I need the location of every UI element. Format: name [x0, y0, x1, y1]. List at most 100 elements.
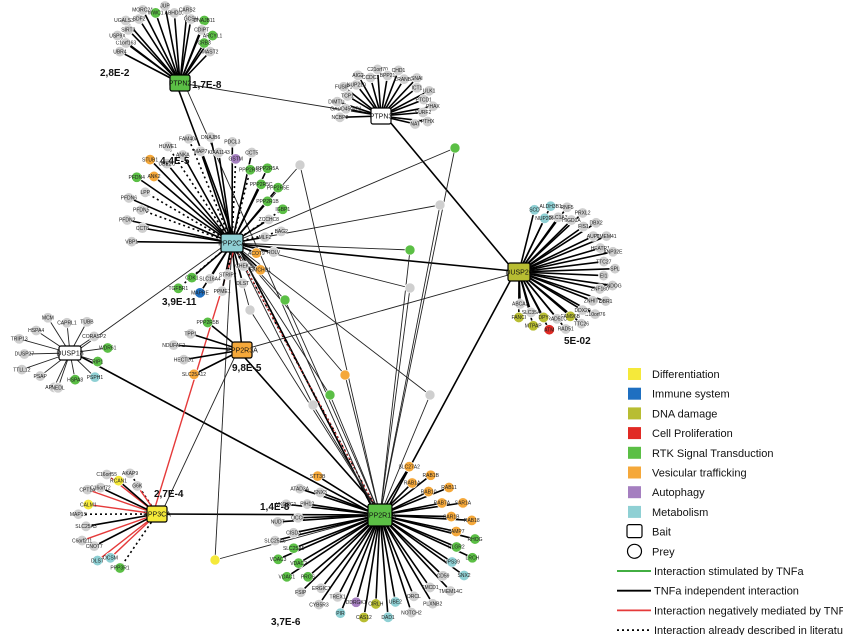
prey-label: HECTD1: [174, 357, 194, 363]
prey-label: CD59: [437, 573, 450, 579]
prey-label: SAR1A: [455, 501, 472, 507]
edge-ppp2r1a-fsip: [300, 514, 381, 593]
prey-node-dad1: [382, 611, 394, 623]
prey-label: RIP1: [92, 359, 103, 365]
prey-node-pfdn4: [131, 171, 143, 183]
edge-shared: [284, 299, 381, 516]
edge-ppp2r1a-tmcd1: [379, 514, 431, 588]
prey-node-dnajb6: [205, 131, 217, 143]
prey-label: DBR1: [599, 299, 613, 305]
prey-node-rad51c: [551, 313, 563, 325]
prey-label: EI1: [600, 273, 608, 279]
edge-ptpn3-dusp26: [384, 115, 516, 273]
prey-label: CNOT7: [86, 544, 103, 550]
prey-label: NCBP2: [332, 115, 349, 121]
prey-label: PPP2R5E: [267, 185, 290, 191]
prey-node-rab1a: [406, 477, 418, 489]
prey-label: RHOG: [467, 537, 482, 543]
prey-label: TMCD1: [421, 585, 438, 591]
pvalue-label: 3,7E-6: [271, 617, 301, 628]
bait-node-dusp26: [507, 262, 531, 282]
bait-node-ppp2r3a: [231, 341, 253, 359]
edge-ppp2r1a-cirlh: [375, 514, 381, 604]
edge-ppp3ca-c6orf211: [81, 513, 158, 542]
edge-ppp2r1a-cyb5r3: [318, 514, 381, 606]
prey-node-endog: [607, 280, 619, 292]
prey-label: ERGIC1: [312, 586, 331, 592]
legend-item-dna-damage: DNA damage: [628, 407, 717, 420]
prey-node-vamp7: [450, 526, 462, 538]
edge-ppp2r3a-dusp26: [241, 271, 520, 351]
prey-label: VKORC1: [276, 502, 297, 508]
prey-label: MAPRE: [191, 291, 209, 297]
legend-label: TNFa independent interaction: [654, 586, 799, 598]
prey-node-nedl: [52, 382, 64, 394]
prey-label: SLC16A4: [199, 276, 221, 282]
prey-node-zcchc8: [263, 213, 275, 225]
prey-node-ptcd1: [418, 94, 430, 106]
prey-label: ATM: [544, 327, 554, 333]
prey-label: BPP21: [380, 73, 396, 79]
prey-label: DDRGK1: [346, 600, 367, 606]
prey-node: [294, 159, 306, 171]
prey-label: DNAJB6: [201, 135, 220, 141]
prey-label: PPP3R1: [110, 566, 129, 572]
legend-swatch: [628, 407, 641, 420]
prey-node-pdcl3: [226, 136, 238, 148]
edge-ppp2ca-gstm: [231, 158, 237, 244]
edge-ppp2r1a-rab18: [379, 514, 472, 522]
prey-node-rab10: [423, 486, 435, 498]
prey-label: PTHX: [421, 119, 435, 125]
prey-label: LPP: [140, 190, 150, 196]
prey-node-wdr61: [102, 342, 114, 354]
prey-node-psph1: [89, 371, 101, 383]
prey-label: SLC25A12: [182, 372, 206, 378]
prey-label: ZNF160: [591, 287, 609, 293]
edge-dusp26-tmem41: [518, 235, 607, 273]
prey-label: VDAC1: [279, 575, 296, 581]
prey-node-fusip1: [338, 81, 350, 93]
prey-node-gcsh: [185, 13, 197, 25]
prey-label: ABHD10: [165, 11, 185, 17]
edge-ppp2ca-map7: [199, 150, 233, 244]
prey-label: PSPH1: [87, 375, 104, 381]
edge-ppp2ca-fam40a: [187, 138, 233, 244]
pvalue-label: 1,4E-8: [260, 502, 290, 513]
prey-node-ndufaf2: [168, 339, 180, 351]
prey-label: FUSIP1: [335, 84, 353, 90]
prey-node-mapre: [194, 287, 206, 299]
prey-label: KIAA1143: [208, 150, 230, 156]
prey-node-ddrgk1: [350, 596, 362, 608]
prey-node: [449, 142, 461, 154]
prey-node-map1s: [72, 508, 84, 520]
prey-label: PPP2R5C: [250, 182, 273, 188]
prey-label: C1orf163: [116, 41, 137, 47]
prey-label: CCT8: [136, 226, 149, 232]
prey-node-fam96b: [564, 310, 576, 322]
prey-label: MTPAP: [525, 323, 543, 329]
edge-dusp26-ppp2r1a: [383, 271, 516, 516]
prey-node: [339, 369, 351, 381]
prey-label: FSIP: [295, 590, 307, 596]
pvalue-label: 3,9E-11: [162, 297, 197, 308]
legend-label: Vesicular trafficking: [652, 468, 747, 480]
prey-label: CORASP2: [82, 334, 106, 340]
prey-label: DDX20: [574, 308, 590, 314]
edge-ppp2r1a-ergic1: [320, 514, 381, 589]
prey-label: PLXNB2: [423, 601, 442, 607]
prey-label: AIG2: [352, 73, 364, 79]
prey-label: ZRANB2: [394, 77, 414, 83]
prey-label: RAB10: [421, 489, 437, 495]
prey-label: AKAP9: [122, 471, 138, 477]
prey-node-anp32e: [607, 246, 619, 258]
edge-ppp2ca-pfdn5: [140, 209, 233, 244]
prey-node-cas12: [358, 612, 370, 624]
prey-node-huwe1: [162, 140, 174, 152]
prey-node-dpy: [538, 311, 550, 323]
prey-node-slc35a: [525, 306, 537, 318]
legend-label: Interaction negatively mediated by TNFa: [654, 605, 843, 617]
edge-ptpn2-gcsh: [179, 18, 192, 84]
prey-node-ncbp2: [334, 111, 346, 123]
prey-node-prxl2: [577, 207, 589, 219]
prey-label: ALDH3B1: [539, 204, 561, 210]
